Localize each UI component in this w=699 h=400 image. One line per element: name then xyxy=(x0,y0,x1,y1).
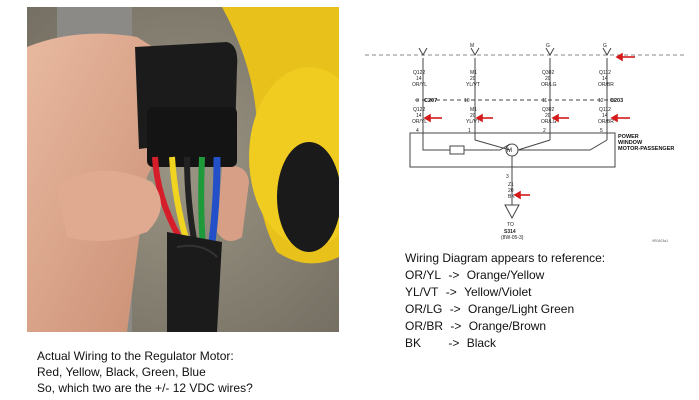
connector-label: C207 xyxy=(424,98,437,104)
wiring-diagram: M G G Q122 14 OR/YL M1 20 YL/VT Q302 20 … xyxy=(360,40,690,250)
reference-meaning: Black xyxy=(466,336,497,350)
wire-color: OR/LG xyxy=(541,119,557,125)
reference-meaning: Orange/Light Green xyxy=(468,302,575,316)
reference-row: OR/BR -> Orange/Brown xyxy=(405,318,605,335)
wire-color: OR/BR xyxy=(598,82,614,88)
wiring-diagram-svg: M G G Q122 14 OR/YL M1 20 YL/VT Q302 20 … xyxy=(365,43,685,243)
ground-pin: 3 xyxy=(506,174,509,180)
wire-gauge: 14 xyxy=(416,76,422,82)
photo-caption-line: Actual Wiring to the Regulator Motor: xyxy=(37,349,234,363)
pin-number: 5 xyxy=(600,128,603,134)
reference-arrow: -> xyxy=(448,268,460,282)
reference-row: OR/YL -> Orange/Yellow xyxy=(405,267,605,284)
reference-arrow: -> xyxy=(445,285,457,299)
wire-circuit: Q112 xyxy=(599,70,611,76)
reference-arrow: -> xyxy=(450,319,462,333)
pin-number: 3 xyxy=(416,98,419,104)
terminal-label: G xyxy=(603,43,607,49)
wire-circuit: Q302 xyxy=(542,70,554,76)
to-label: TO xyxy=(507,222,514,228)
pin-number: 1 xyxy=(468,128,471,134)
photo-caption: Actual Wiring to the Regulator Motor: Re… xyxy=(37,348,253,396)
photo-caption-line: Red, Yellow, Black, Green, Blue xyxy=(37,365,206,379)
terminal-label: G xyxy=(546,43,550,49)
component-label: POWER xyxy=(618,134,639,140)
terminal-label: M xyxy=(470,43,474,49)
color-reference: Wiring Diagram appears to reference: OR/… xyxy=(405,250,605,352)
red-arrow-head xyxy=(475,113,483,123)
wire-gauge: 20 xyxy=(470,76,476,82)
component-label: MOTOR-PASSENGER xyxy=(618,146,674,152)
wire-color: OR/YL xyxy=(412,82,427,88)
wire-gauge: 14 xyxy=(602,113,608,119)
reference-meaning: Orange/Yellow xyxy=(466,268,545,282)
component-label: WINDOW xyxy=(618,140,643,146)
connector-label: C203 xyxy=(610,98,623,104)
reference-row: YL/VT -> Yellow/Violet xyxy=(405,284,605,301)
reference-row: OR/LG -> Orange/Light Green xyxy=(405,301,605,318)
figure-id: 9R0403a1 xyxy=(652,239,668,243)
reference-code: OR/BR xyxy=(405,319,444,333)
wire-gauge: 20 xyxy=(545,113,551,119)
reference-meaning: Yellow/Violet xyxy=(464,285,532,299)
reference-heading: Wiring Diagram appears to reference: xyxy=(405,251,606,265)
wire-gauge: 14 xyxy=(416,113,422,119)
wire-gauge: 20 xyxy=(545,76,551,82)
red-arrow-head xyxy=(423,113,431,123)
wire-gauge: 20 xyxy=(470,113,476,119)
splice-ref: (8W-05-3) xyxy=(501,235,524,241)
reference-code: BK xyxy=(405,336,422,350)
wire-color: YL/VT xyxy=(466,82,480,88)
reference-row: BK -> Black xyxy=(405,335,605,352)
ground-color: BK xyxy=(508,194,515,200)
motor-symbol: M xyxy=(507,148,512,154)
wire-gauge: 14 xyxy=(602,76,608,82)
wire-color: OR/LG xyxy=(541,82,557,88)
pin-number: 2 xyxy=(543,128,546,134)
connector-photo-drawing xyxy=(27,7,339,332)
reference-arrow: -> xyxy=(448,336,460,350)
red-arrow-head xyxy=(615,52,623,62)
pin-number: 12 xyxy=(598,98,604,104)
pin-number: 4 xyxy=(416,128,419,134)
wire-circuit: Q122 xyxy=(413,70,425,76)
red-arrow-head xyxy=(551,113,559,123)
photo-caption-line: So, which two are the +/- 12 VDC wires? xyxy=(37,381,253,395)
reference-meaning: Orange/Brown xyxy=(468,319,547,333)
wire-color: OR/YL xyxy=(412,119,427,125)
reference-code: YL/VT xyxy=(405,285,439,299)
reference-code: OR/LG xyxy=(405,302,443,316)
wire-circuit: Q112 xyxy=(599,107,611,113)
wire-circuit: M1 xyxy=(470,107,477,113)
red-arrow-head xyxy=(513,190,521,200)
wire-circuit: Q122 xyxy=(413,107,425,113)
splice-id: S314 xyxy=(504,229,516,235)
connector-photo xyxy=(27,7,339,332)
pin-number: 11 xyxy=(542,98,547,104)
reference-arrow: -> xyxy=(449,302,461,316)
ground-gauge: 20 xyxy=(508,188,514,194)
red-arrow-head xyxy=(610,113,618,123)
wire-circuit: M1 xyxy=(470,70,477,76)
reference-code: OR/YL xyxy=(405,268,442,282)
ground-circuit: Z1 xyxy=(508,182,514,188)
wire-circuit: Q302 xyxy=(542,107,554,113)
pin-number: 10 xyxy=(464,98,470,104)
wire-color: YL/VT xyxy=(466,119,480,125)
wire-color: OR/BR xyxy=(598,119,614,125)
